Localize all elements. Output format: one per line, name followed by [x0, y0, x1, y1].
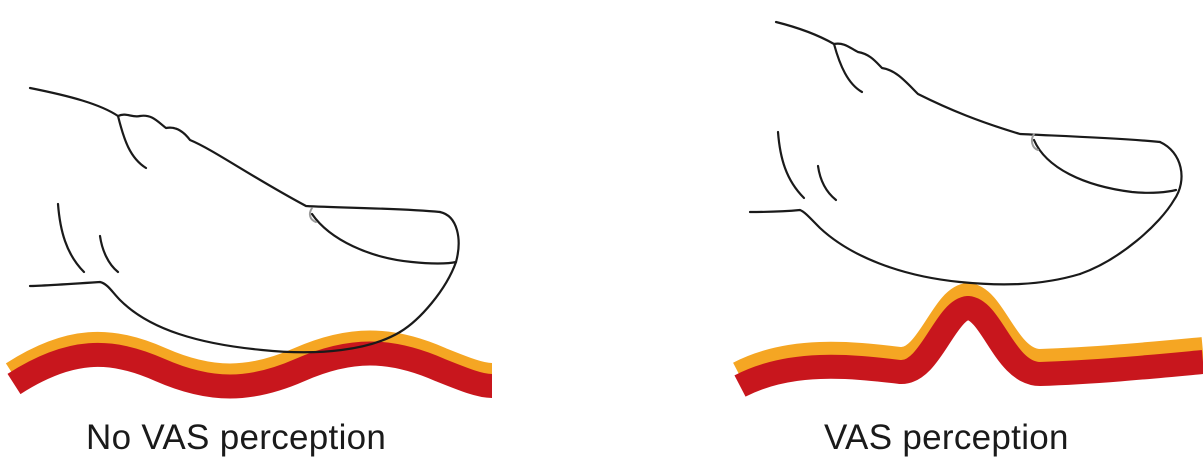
side-crease-1 [58, 204, 84, 272]
vas-illustration [600, 0, 1203, 466]
caption-no-vas-perception: No VAS perception [86, 418, 386, 458]
caption-vas-perception: VAS perception [824, 418, 1069, 458]
side-crease-2 [818, 166, 836, 200]
finger-top-outline [30, 88, 440, 212]
finger-top-outline [776, 22, 1160, 142]
no-vas-illustration [0, 0, 600, 466]
finger-tip-outline [1080, 142, 1182, 274]
panel-vas: VAS perception [600, 0, 1203, 466]
wavy-surface [14, 346, 492, 387]
fingernail [312, 214, 456, 264]
panel-no-vas: No VAS perception [0, 0, 600, 466]
finger [750, 22, 1182, 284]
finger-tip-outline [400, 212, 459, 332]
finger [30, 88, 459, 352]
finger-bottom-outline [750, 210, 1080, 284]
side-crease-2 [100, 236, 118, 272]
peaked-surface [740, 298, 1203, 386]
fingernail [1034, 140, 1176, 193]
knuckle-crease [118, 116, 146, 168]
side-crease-1 [778, 132, 804, 198]
